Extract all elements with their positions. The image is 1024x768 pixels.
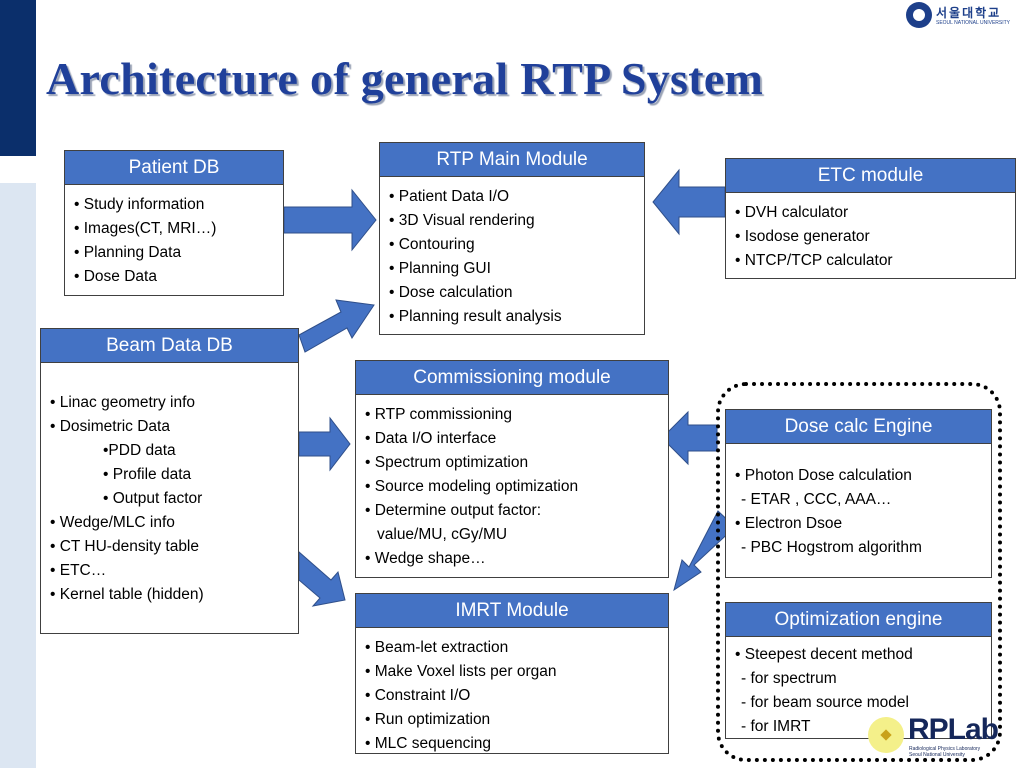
list-item: Data I/O interface (365, 427, 662, 451)
imrt-module-box: IMRT Module Beam-let extraction Make Vox… (355, 593, 669, 754)
list-item: Steepest decent method (735, 643, 985, 667)
list-item: - PBC Hogstrom algorithm (741, 539, 922, 556)
optimization-engine-title: Optimization engine (726, 603, 991, 637)
beam-data-db-list: Linac geometry info Dosimetric Data •PDD… (41, 363, 298, 607)
dose-calc-engine-list: Photon Dose calculation - ETAR , CCC, AA… (726, 444, 991, 560)
rtp-main-module-title: RTP Main Module (380, 143, 644, 177)
list-item: value/MU, cGy/MU (377, 526, 508, 543)
list-item: Planning GUI (389, 257, 638, 281)
university-logo: 서울대학교 SEOUL NATIONAL UNIVERSITY (906, 2, 1018, 32)
rplab-logo: RPLab Radiological Physics Laboratory Se… (868, 713, 1018, 763)
etc-module-title: ETC module (726, 159, 1015, 193)
list-item: MLC sequencing (365, 732, 662, 756)
list-item: - ETAR , CCC, AAA… (741, 491, 892, 508)
rplab-line1: Radiological Physics Laboratory (909, 746, 981, 752)
list-item: ETC… (50, 559, 292, 583)
sun-icon (868, 717, 904, 753)
list-item: Make Voxel lists per organ (365, 660, 662, 684)
list-item: Dose calculation (389, 281, 638, 305)
optimization-engine-list: Steepest decent method - for spectrum - … (726, 637, 991, 739)
list-item: Dose Data (74, 265, 277, 289)
list-item: Kernel table (hidden) (50, 583, 292, 607)
list-item: - for beam source model (741, 694, 909, 711)
engine-group-outline (716, 382, 1002, 762)
rplab-line2: Seoul National University (909, 752, 965, 758)
list-item: Photon Dose calculation (735, 464, 985, 488)
arrow-beam-to-imrt (298, 550, 346, 607)
list-item: NTCP/TCP calculator (735, 249, 1009, 273)
university-name-korean: 서울대학교 (936, 6, 1002, 20)
list-item: Study information (74, 193, 277, 217)
arrow-beam-to-commissioning (298, 416, 351, 472)
list-item: Patient Data I/O (389, 185, 638, 209)
list-item: Images(CT, MRI…) (74, 217, 277, 241)
list-item: CT HU-density table (50, 535, 292, 559)
list-item: - for spectrum (741, 670, 837, 687)
university-seal-icon (906, 2, 932, 28)
dose-calc-engine-box: Dose calc Engine Photon Dose calculation… (725, 409, 992, 578)
list-item: Beam-let extraction (365, 636, 662, 660)
beam-data-db-box: Beam Data DB Linac geometry info Dosimet… (40, 328, 299, 634)
list-item: 3D Visual rendering (389, 209, 638, 233)
list-item: Source modeling optimization (365, 475, 662, 499)
list-item: Determine output factor: (365, 499, 662, 523)
list-item: •PDD data (103, 442, 176, 459)
etc-module-list: DVH calculator Isodose generator NTCP/TC… (726, 193, 1015, 273)
list-item: Spectrum optimization (365, 451, 662, 475)
commissioning-module-title: Commissioning module (356, 361, 668, 395)
imrt-module-list: Beam-let extraction Make Voxel lists per… (356, 628, 668, 756)
list-item: Planning result analysis (389, 305, 638, 329)
rtp-main-module-list: Patient Data I/O 3D Visual rendering Con… (380, 177, 644, 329)
commissioning-module-box: Commissioning module RTP commissioning D… (355, 360, 669, 578)
rtp-main-module-box: RTP Main Module Patient Data I/O 3D Visu… (379, 142, 645, 335)
optimization-engine-box: Optimization engine Steepest decent meth… (725, 602, 992, 739)
list-item: Dosimetric Data (50, 415, 292, 439)
commissioning-module-list: RTP commissioning Data I/O interface Spe… (356, 395, 668, 571)
university-name-english: SEOUL NATIONAL UNIVERSITY (936, 20, 1010, 26)
list-item: • Profile data (103, 466, 192, 483)
list-item: • Output factor (103, 490, 203, 507)
list-item: Isodose generator (735, 225, 1009, 249)
arrow-beam-to-main (298, 299, 375, 353)
list-item: Wedge/MLC info (50, 511, 292, 535)
list-item: DVH calculator (735, 201, 1009, 225)
patient-db-title: Patient DB (65, 151, 283, 185)
list-item: Wedge shape… (365, 547, 662, 571)
patient-db-list: Study information Images(CT, MRI…) Plann… (65, 185, 283, 289)
list-item: Electron Dsoe (735, 512, 985, 536)
arrow-patient-to-main (283, 188, 377, 252)
arrow-etc-to-main (652, 168, 726, 236)
list-item: Planning Data (74, 241, 277, 265)
list-item: Linac geometry info (50, 391, 292, 415)
list-item: Constraint I/O (365, 684, 662, 708)
arrow-dose-to-commissioning (661, 410, 718, 466)
dose-calc-engine-title: Dose calc Engine (726, 410, 991, 444)
rplab-name: RPLab (908, 713, 999, 746)
etc-module-box: ETC module DVH calculator Isodose genera… (725, 158, 1016, 279)
side-bar-light (0, 183, 36, 768)
slide-title: Architecture of general RTP System (46, 53, 764, 104)
imrt-module-title: IMRT Module (356, 594, 668, 628)
side-bar-dark (0, 0, 36, 156)
list-item: RTP commissioning (365, 403, 662, 427)
beam-data-db-title: Beam Data DB (41, 329, 298, 363)
list-item: Contouring (389, 233, 638, 257)
list-item: - for IMRT (741, 718, 811, 735)
list-item: Run optimization (365, 708, 662, 732)
patient-db-box: Patient DB Study information Images(CT, … (64, 150, 284, 296)
